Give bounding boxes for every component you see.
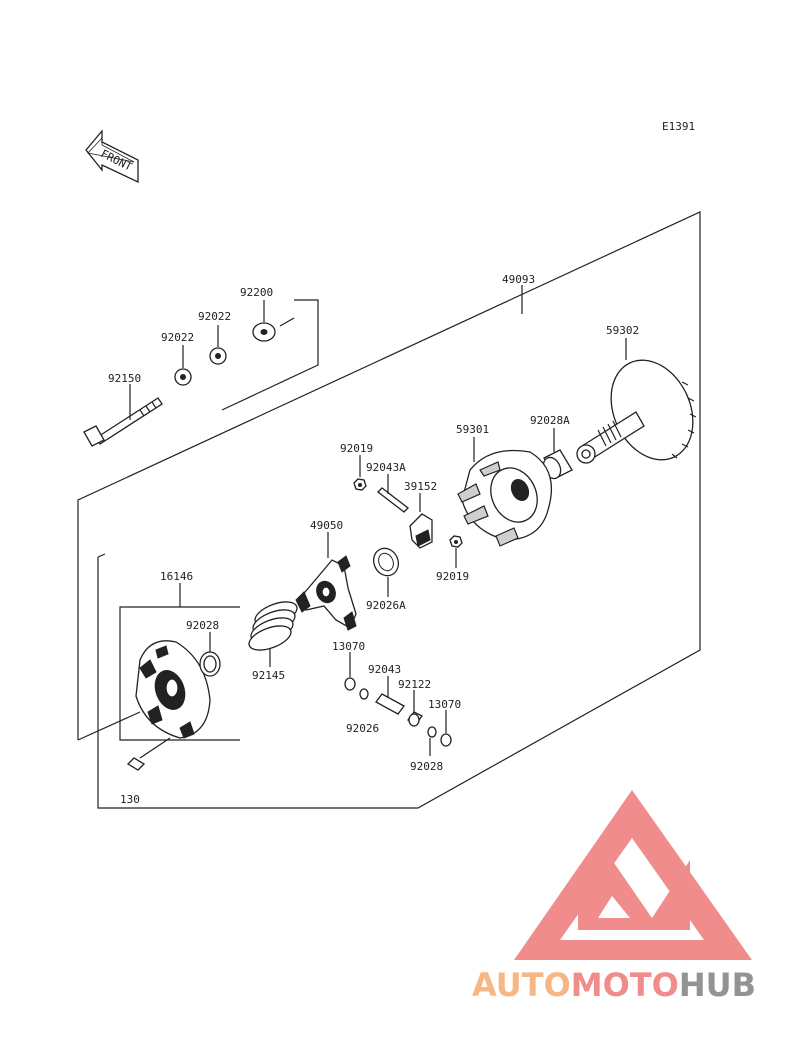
movable-sheave-59301	[457, 449, 552, 547]
collar-92122	[407, 711, 423, 727]
label-92043A: 92043A	[366, 461, 406, 474]
washer-92022-upper	[209, 347, 227, 365]
bolt-92150	[83, 397, 163, 447]
label-92026: 92026	[346, 722, 379, 735]
label-13070-left: 13070	[332, 640, 365, 653]
roller-13070-right	[440, 733, 452, 747]
assembly-outline-49093	[77, 211, 701, 809]
nut-92019-upper	[353, 478, 367, 491]
nut-92019-lower	[449, 535, 463, 548]
ring-92026A	[372, 547, 400, 577]
front-arrow-icon: FRONT	[85, 129, 139, 184]
label-92145: 92145	[252, 669, 285, 682]
label-59302: 59302	[606, 324, 639, 337]
weight-39152	[409, 513, 433, 549]
bushing-92028	[199, 651, 221, 677]
label-92028A: 92028A	[530, 414, 570, 427]
fixed-sheave-59302	[576, 359, 697, 464]
logo-text-auto: AUTOMOTOHUB	[472, 966, 756, 1004]
logo-hub: HUB	[679, 966, 756, 1004]
bolt-130	[126, 737, 171, 771]
label-49050: 49050	[310, 519, 343, 532]
label-92122: 92122	[398, 678, 431, 691]
washer-92200	[252, 322, 276, 342]
label-92026A: 92026A	[366, 599, 406, 612]
washer-92028-bottom	[427, 726, 437, 738]
label-92150: 92150	[108, 372, 141, 385]
roller-13070-left	[344, 677, 356, 691]
logo-moto: MOTO	[571, 966, 679, 1004]
label-13070-right: 13070	[428, 698, 461, 711]
label-92043: 92043	[368, 663, 401, 676]
washer-92022-lower	[174, 368, 192, 386]
label-92028: 92028	[186, 619, 219, 632]
cover-16146	[135, 640, 211, 739]
diagram-code: E1391	[662, 120, 695, 133]
pin-92043A	[377, 487, 409, 513]
automotohub-logo: AUTOMOTOHUB	[472, 790, 756, 1004]
logo-auto: AUTO	[472, 966, 571, 1004]
label-92019-upper: 92019	[340, 442, 373, 455]
label-49093: 49093	[502, 273, 535, 286]
washer-92026	[359, 688, 369, 700]
label-92028-bottom: 92028	[410, 760, 443, 773]
label-92022-upper: 92022	[198, 310, 231, 323]
label-92200: 92200	[240, 286, 273, 299]
spider-49050	[295, 555, 357, 631]
washer-group-bracket	[221, 299, 319, 411]
label-39152: 39152	[404, 480, 437, 493]
label-59301: 59301	[456, 423, 489, 436]
label-130: 130	[120, 793, 140, 806]
pin-92043	[375, 693, 405, 715]
label-92019-lower: 92019	[436, 570, 469, 583]
label-92022-lower: 92022	[161, 331, 194, 344]
label-16146: 16146	[160, 570, 193, 583]
spring-92145	[248, 601, 298, 651]
